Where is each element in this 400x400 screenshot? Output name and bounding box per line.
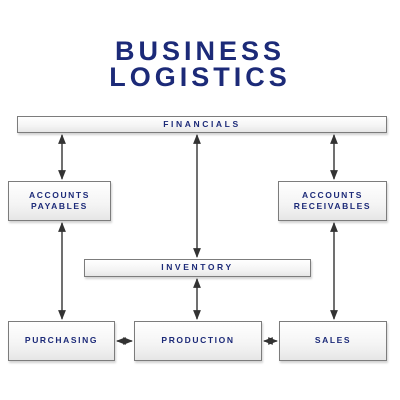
- node-inventory: INVENTORY: [84, 259, 311, 277]
- diagram-title-line-2: LOGISTICS: [109, 62, 291, 92]
- diagram-title-line-1: BUSINESS: [114, 36, 286, 66]
- node-purchasing: PURCHASING: [8, 321, 115, 361]
- node-production: PRODUCTION: [134, 321, 262, 361]
- node-accounts-payables: ACCOUNTS PAYABLES: [8, 181, 111, 221]
- node-financials: FINANCIALS: [17, 116, 387, 133]
- node-sales: SALES: [279, 321, 387, 361]
- node-accounts-receivables: ACCOUNTS RECEIVABLES: [278, 181, 387, 221]
